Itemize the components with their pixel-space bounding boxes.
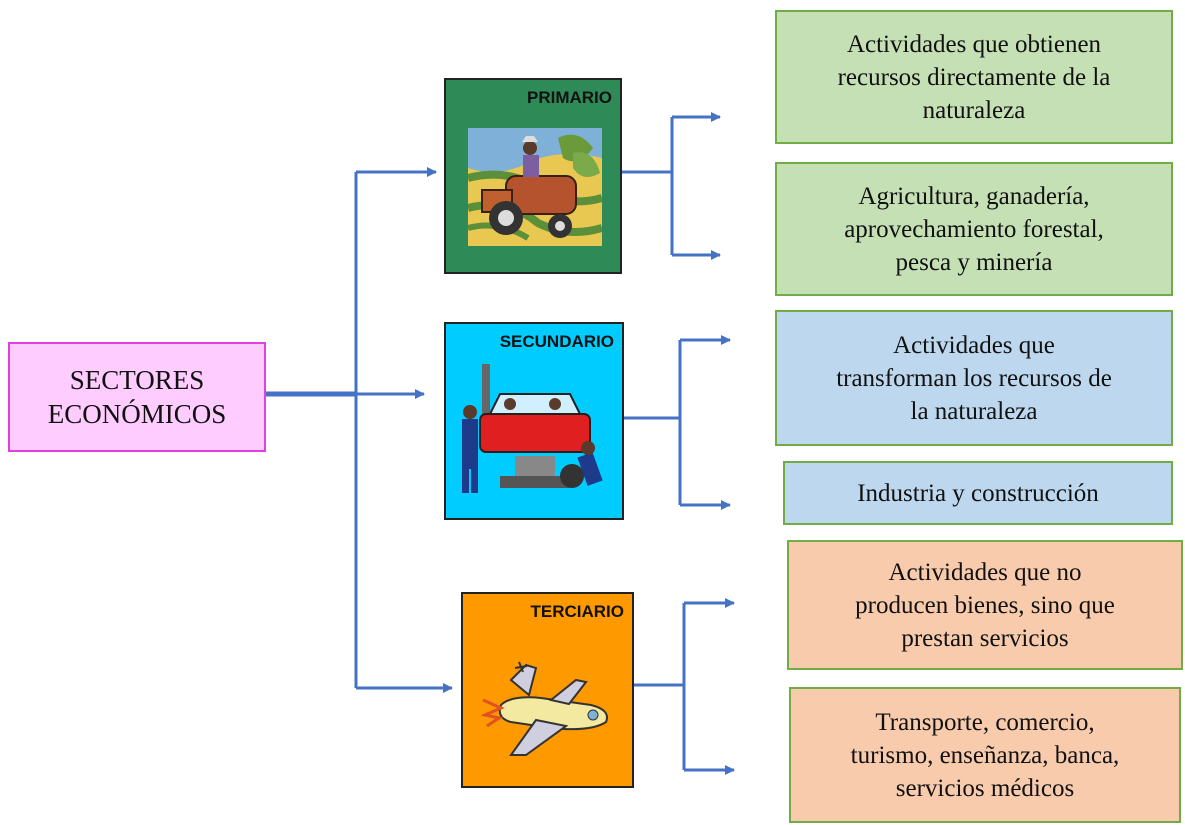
desc-secundario-ejemplos: Industria y construcción (783, 461, 1173, 525)
desc-line: prestan servicios (901, 624, 1069, 652)
farmer-tractor-icon (468, 128, 602, 246)
desc-line: aprovechamiento forestal, (844, 215, 1104, 243)
desc-line: Actividades que no (888, 558, 1082, 586)
desc-line: Actividades que (893, 331, 1055, 359)
desc-line: transforman los recursos de (836, 364, 1112, 392)
airplane-icon (481, 661, 608, 756)
sector-title-terciario: TERCIARIO (530, 602, 625, 621)
desc-primario-definicion: Actividades que obtienen recursos direct… (775, 10, 1173, 144)
sector-title-secundario: SECUNDARIO (499, 332, 614, 351)
mechanics-car-icon (462, 364, 603, 493)
desc-secundario-definicion: Actividades que transforman los recursos… (775, 310, 1173, 446)
root-line-1: SECTORES (69, 365, 205, 395)
desc-line: recursos directamente de la (837, 63, 1111, 91)
desc-line: servicios médicos (895, 774, 1075, 802)
desc-line: turismo, enseñanza, banca, (850, 741, 1120, 769)
desc-terciario-ejemplos: Transporte, comercio, turismo, enseñanza… (789, 687, 1181, 823)
desc-line: la naturaleza (910, 397, 1038, 425)
sector-terciario: TERCIARIO (461, 592, 634, 788)
desc-line: Transporte, comercio, (875, 708, 1095, 736)
sector-title-primario: PRIMARIO (527, 88, 612, 107)
sector-secundario: SECUNDARIO (444, 322, 624, 520)
desc-line: producen bienes, sino que (855, 591, 1115, 619)
sector-primario: PRIMARIO (444, 78, 622, 274)
desc-line: Actividades que obtienen (846, 30, 1102, 58)
desc-line: naturaleza (922, 96, 1026, 124)
root-sectores-economicos: SECTORES ECONÓMICOS (8, 342, 266, 452)
root-line-2: ECONÓMICOS (47, 399, 227, 429)
desc-primario-ejemplos: Agricultura, ganadería, aprovechamiento … (775, 162, 1173, 296)
desc-line: Industria y construcción (857, 479, 1099, 507)
desc-terciario-definicion: Actividades que no producen bienes, sino… (787, 540, 1183, 670)
desc-line: pesca y minería (895, 248, 1053, 276)
desc-line: Agricultura, ganadería, (858, 182, 1090, 210)
